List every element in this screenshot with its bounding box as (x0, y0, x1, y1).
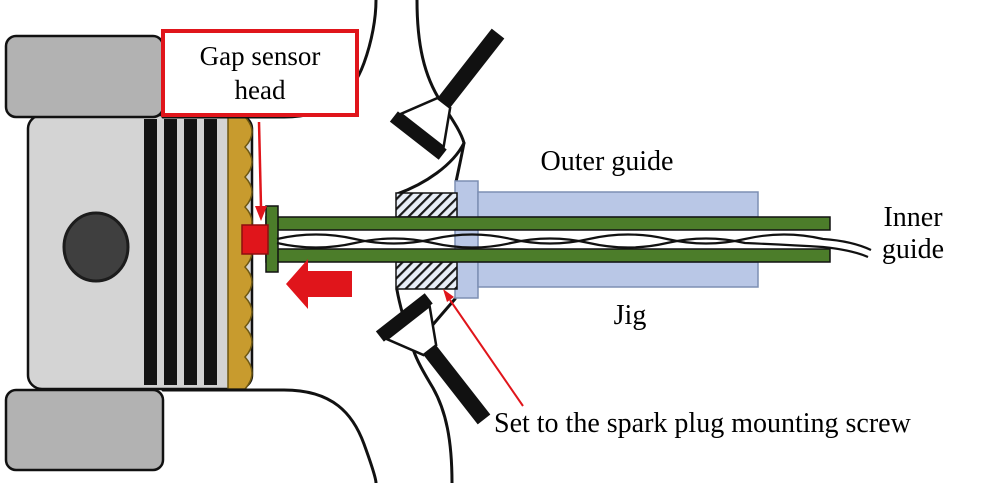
inner-guide-label: Inner guide (881, 202, 945, 265)
sensor-cable-strand (276, 237, 869, 259)
piston-ring (204, 119, 217, 385)
valve-disc (389, 111, 447, 160)
outer-guide-flange (454, 180, 479, 299)
valve-disc (375, 293, 433, 342)
inner-guide-rail-top (265, 216, 831, 231)
jig-label: Jig (613, 300, 647, 331)
mounting-screw-bottom (395, 261, 458, 290)
gap-sensor-callout: Gap sensor head (161, 29, 359, 117)
valve-funnel (398, 96, 452, 150)
gap-sensor-callout-text: Gap sensor head (199, 41, 321, 105)
valve-bottom (375, 293, 491, 425)
screw-arrow-head (443, 289, 454, 302)
piston-ring (144, 119, 157, 385)
screw-arrow-line (449, 299, 524, 407)
callout-arrow-head (255, 206, 267, 221)
outer-guide-label: Outer guide (540, 146, 674, 177)
head-outline-bottom-outer (161, 388, 378, 483)
callout-arrow-line (257, 121, 263, 208)
piston-ring (164, 119, 177, 385)
valve-stem (437, 28, 505, 108)
valve-top (389, 28, 505, 160)
gap-sensor-head (241, 224, 269, 255)
screw-note-label: Set to the spark plug mounting screw (494, 408, 911, 439)
sensor-cable-strand (276, 233, 872, 251)
piston-pin (62, 211, 130, 283)
valve-funnel (384, 303, 438, 357)
valve-stem (423, 345, 491, 425)
cylinder-wall-top (4, 34, 165, 119)
push-direction-arrow (286, 259, 352, 309)
cylinder-wall-bottom (4, 388, 165, 472)
outer-guide-tube-bottom (477, 261, 759, 288)
head-funnel-top-right (454, 141, 466, 184)
piston-ring (184, 119, 197, 385)
inner-guide-rail-bottom (265, 248, 831, 263)
piston-body (26, 113, 254, 391)
head-outline-top-inner (395, 0, 466, 196)
mounting-screw-top (395, 192, 458, 218)
outer-guide-tube-top (477, 191, 759, 218)
